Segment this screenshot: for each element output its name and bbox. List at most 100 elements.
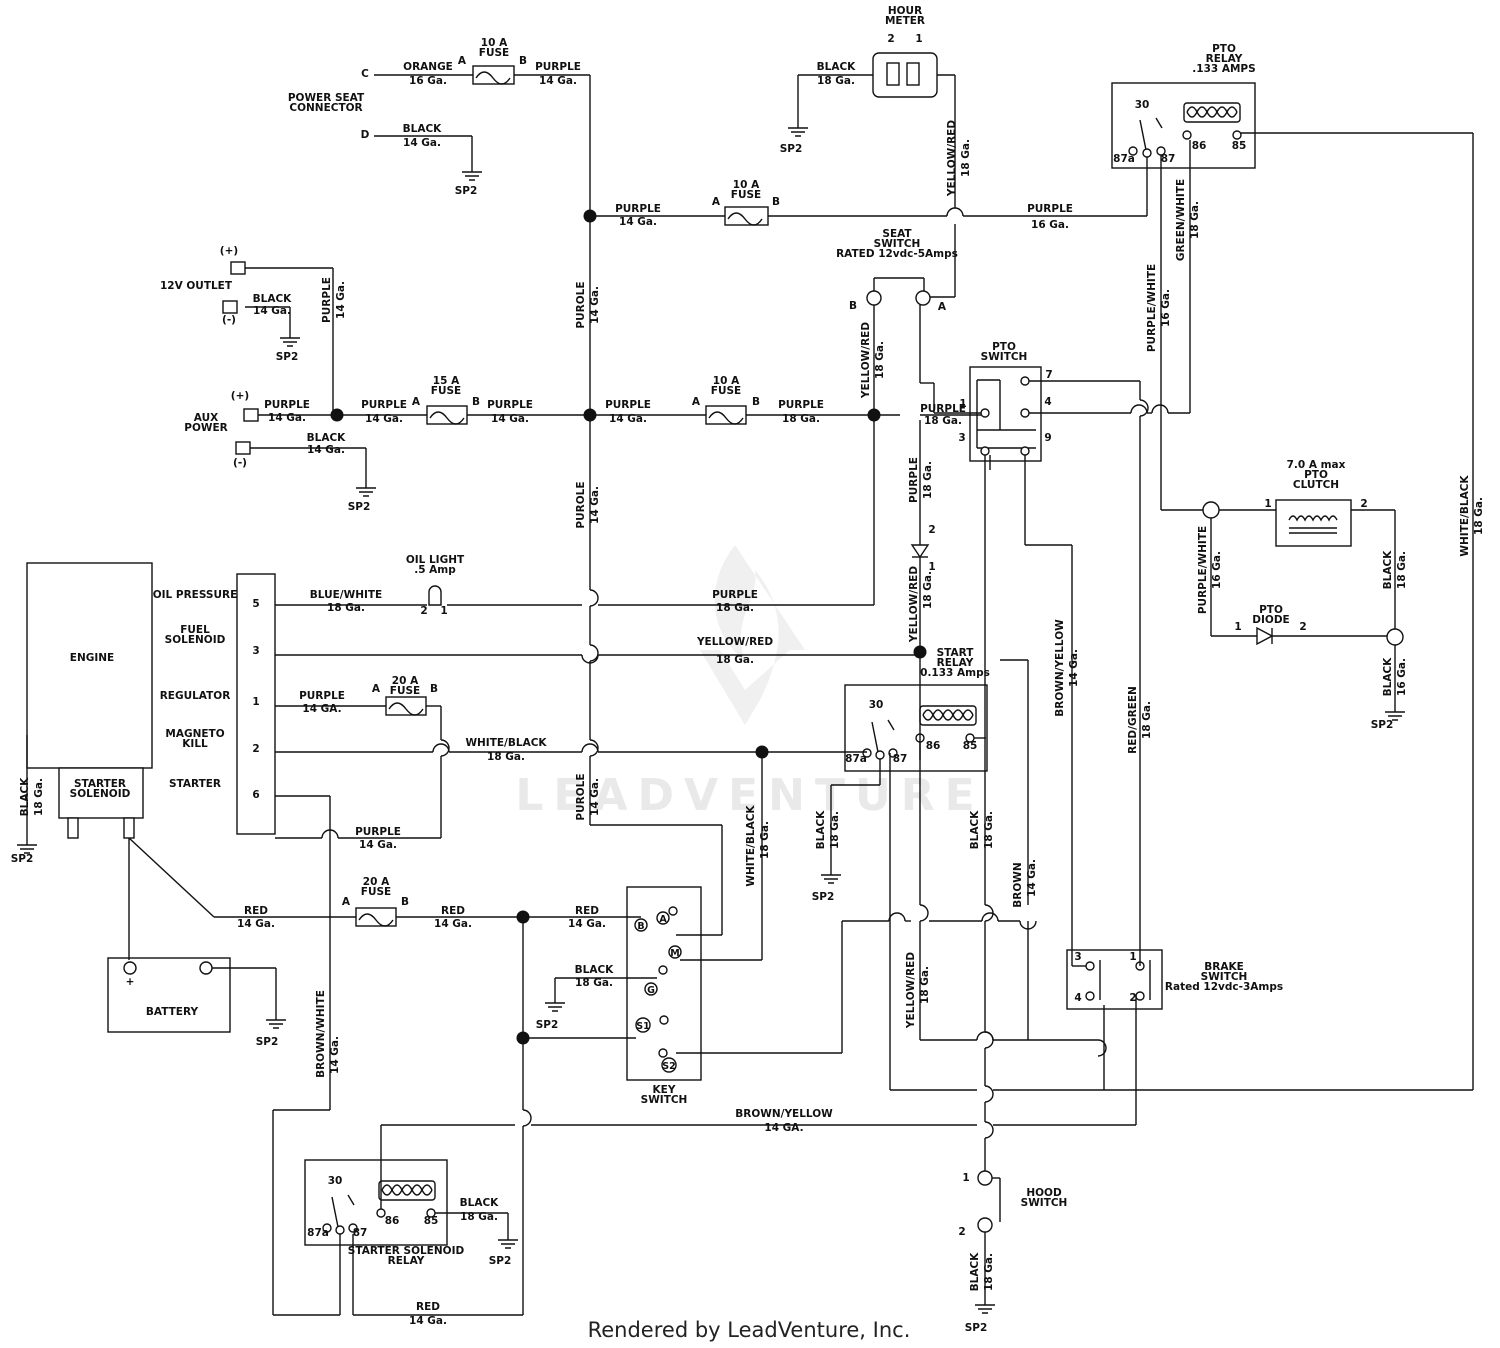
engine-box — [26, 562, 153, 839]
label-ptor-85: 85 — [1232, 140, 1247, 152]
label-clutch-1: 1 — [1264, 498, 1271, 510]
watermark-text: LEADVENTURE — [515, 770, 984, 821]
label-aux-pos: (+) — [231, 390, 249, 402]
label-ptos-4: 4 — [1044, 396, 1051, 408]
label-red3-gauge: 14 Ga. — [568, 918, 606, 930]
label-outlet-blk-gauge: 14 Ga. — [253, 305, 291, 317]
label-ptor-87a: 87a — [1113, 153, 1135, 165]
label-mid-purple4-color: PURPLE — [778, 399, 824, 411]
label-hs-2: 2 — [958, 1226, 965, 1238]
key-switch — [626, 886, 702, 1081]
label-purple-vert-color: PURPLE — [908, 457, 920, 503]
label-conn-c: C — [361, 68, 369, 80]
label-purole2-gauge: 14 Ga. — [589, 486, 601, 524]
label-gw-color: GREEN/WHITE — [1175, 179, 1187, 261]
label-oil-light: OIL LIGHT.5 Amp — [406, 554, 465, 576]
label-pin-5: 5 — [252, 598, 259, 610]
label-pdiode-2: 2 — [1299, 621, 1306, 633]
label-fuel-yr-gauge: 18 Ga. — [716, 654, 754, 666]
label-ssr-87a: 87a — [307, 1227, 329, 1239]
label-ptos-7: 7 — [1045, 369, 1052, 381]
label-mid-purple3-color: PURPLE — [605, 399, 651, 411]
label-fuse6-b: B — [401, 896, 409, 908]
label-ssr-85: 85 — [424, 1215, 439, 1227]
label-ptos-1: 1 — [959, 398, 966, 410]
label-outlet-pos: (+) — [220, 245, 238, 257]
label-blk-mid-color: BLACK — [969, 810, 981, 850]
label-yr3-gauge: 18 Ga. — [919, 966, 931, 1004]
brake-switch — [1066, 949, 1163, 1010]
label-hs-blk-color: BLACK — [969, 1252, 981, 1292]
ground-symbols — [17, 127, 1405, 1314]
label-sr-blk-gauge: 18 Ga. — [829, 811, 841, 849]
svg-text:A: A — [659, 914, 667, 925]
label-outlet-name: 12V OUTLET — [160, 280, 233, 292]
label-fuse2-a: A — [712, 196, 721, 208]
label-pin-1: 1 — [252, 696, 259, 708]
label-by-color: BROWN/YELLOW — [1054, 619, 1066, 717]
label-bs-1: 1 — [1129, 951, 1136, 963]
label-blk-mid-gauge: 18 Ga. — [983, 811, 995, 849]
label-yr3-color: YELLOW/RED — [905, 952, 917, 1029]
label-oil-purple-color: PURPLE — [712, 589, 758, 601]
label-purole3-color: PUROLE — [575, 773, 587, 820]
label-blk-clutch-gauge: 18 Ga. — [1396, 551, 1408, 589]
label-pdiode-1: 1 — [1234, 621, 1241, 633]
label-ss-b: B — [849, 300, 857, 312]
label-top-purple-color: PURPLE — [615, 203, 661, 215]
label-mid-purple2-color: PURPLE — [487, 399, 533, 411]
label-ptos-9: 9 — [1044, 432, 1051, 444]
fuses — [355, 65, 769, 927]
open-terminals — [866, 290, 1404, 1233]
label-eng-gnd: SP2 — [11, 853, 34, 865]
label-wb2-gauge: 18 Ga. — [759, 821, 771, 859]
label-mid-purple3-gauge: 14 Ga. — [609, 413, 647, 425]
label-pin-2: 2 — [252, 743, 259, 755]
label-bw1-gauge: 18 Ga. — [327, 602, 365, 614]
label-bwhite-color: BROWN/WHITE — [315, 990, 327, 1078]
label-hm-wire-color: BLACK — [817, 61, 857, 73]
connectors — [222, 261, 259, 455]
label-purole1-gauge: 14 Ga. — [589, 286, 601, 324]
label-mid-purple1-gauge: 14 Ga. — [365, 413, 403, 425]
label-ptor-87: 87 — [1161, 153, 1176, 165]
label-aux-purple-gauge: 14 Ga. — [268, 412, 306, 424]
svg-text:M: M — [670, 948, 679, 959]
label-ssr-gnd: SP2 — [489, 1255, 512, 1267]
label-pw2-gauge: 16 Ga. — [1211, 551, 1223, 589]
label-ssr-blk-gauge: 18 Ga. — [460, 1211, 498, 1223]
label-ks-blk-color: BLACK — [575, 964, 615, 976]
label-fuse4-b: B — [752, 396, 760, 408]
label-wire-c-gauge: 16 Ga. — [409, 75, 447, 87]
label-oil-purple-gauge: 18 Ga. — [716, 602, 754, 614]
label-mk-wb-gauge: 18 Ga. — [487, 751, 525, 763]
label-diode-2: 2 — [928, 524, 935, 536]
label-ssr-blk-color: BLACK — [460, 1197, 500, 1209]
label-purole1-color: PUROLE — [575, 281, 587, 328]
hour-meter — [872, 52, 938, 98]
label-sr-30: 30 — [869, 699, 884, 711]
label-outlet-neg: (-) — [222, 314, 236, 326]
label-purple-vert-gauge: 18 Ga. — [922, 461, 934, 499]
label-hs-gnd: SP2 — [965, 1322, 988, 1334]
label-pin-3: 3 — [252, 645, 259, 657]
label-fuse2-b: B — [772, 196, 780, 208]
label-wire-c-color: ORANGE — [403, 61, 453, 73]
label-mk-wb-color: WHITE/BLACK — [465, 737, 547, 749]
pto-switch — [969, 366, 1042, 462]
label-fuse3-b: B — [472, 396, 480, 408]
label-pin-6: 6 — [252, 789, 259, 801]
label-diode-1: 1 — [928, 561, 935, 573]
label-mid-purple2-gauge: 14 Ga. — [491, 413, 529, 425]
